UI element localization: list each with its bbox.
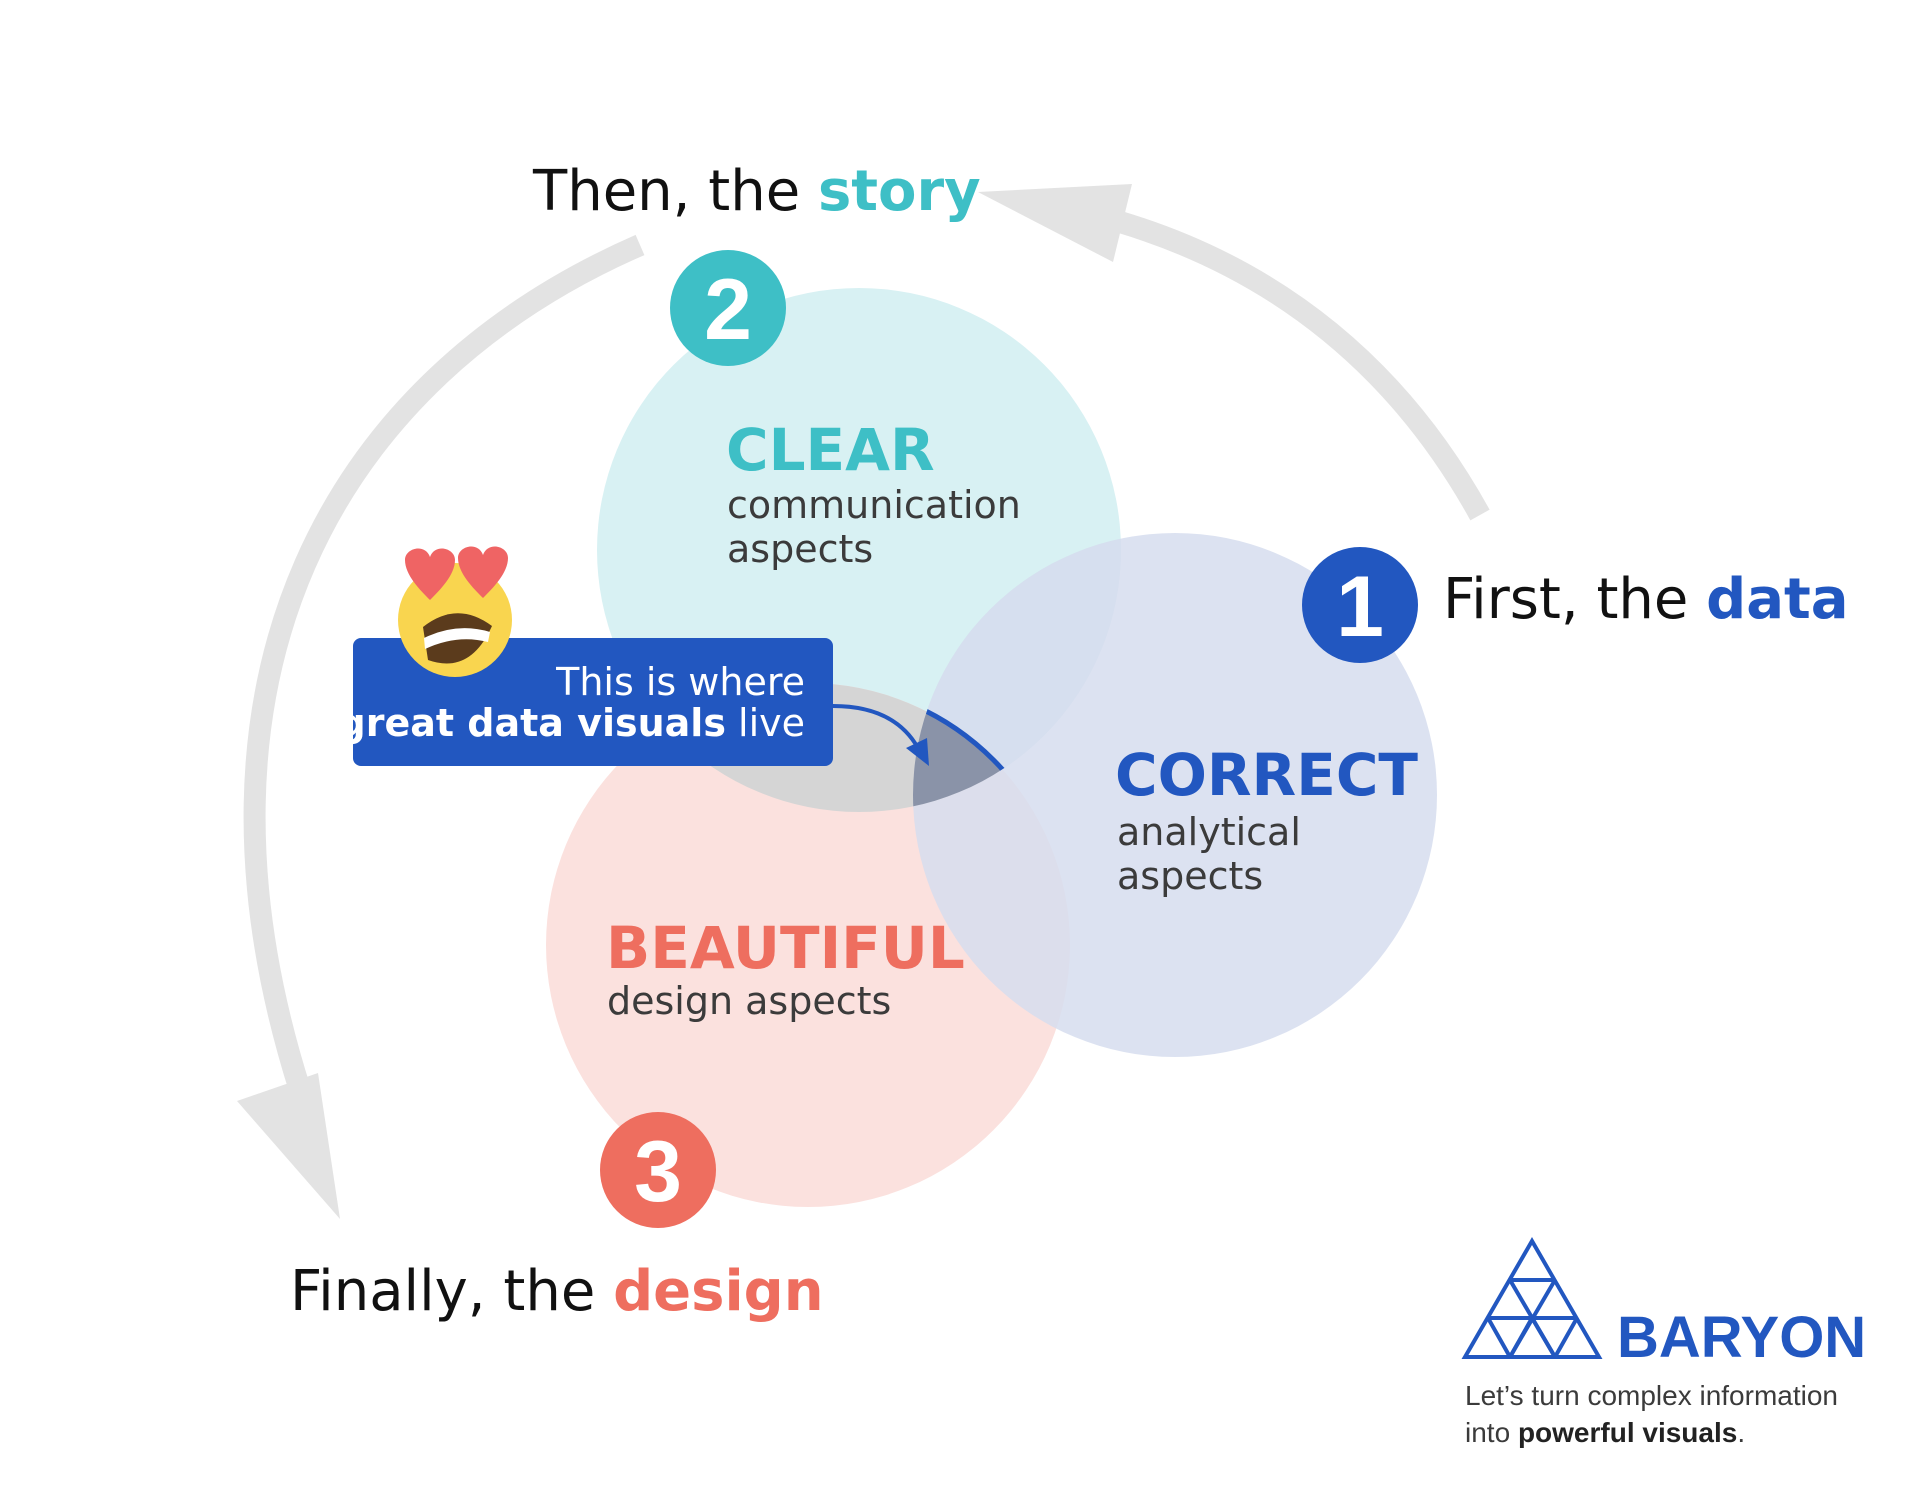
clear-line2: aspects xyxy=(727,527,873,571)
clear-title: CLEAR xyxy=(726,416,935,484)
badge-3: 3 xyxy=(600,1112,716,1228)
arrow-data-to-story xyxy=(1116,211,1490,521)
svg-text:1: 1 xyxy=(1336,559,1384,655)
cycle-arrows xyxy=(237,184,1490,1219)
brand-name: BARYON xyxy=(1617,1305,1866,1370)
callout-pointer-arrow-head xyxy=(906,738,929,766)
beautiful-line1: design aspects xyxy=(607,979,891,1023)
stage-label-story: Then, the story xyxy=(532,159,981,224)
baryon-logo-mark xyxy=(1461,1237,1603,1359)
callout-line1: This is where xyxy=(555,660,805,704)
callout: This is where great data visuals live xyxy=(339,546,929,766)
arrow-data-to-story-head xyxy=(978,184,1132,262)
baryon-logo: BARYON Let’s turn complex information in… xyxy=(1461,1237,1866,1448)
badge-2: 2 xyxy=(670,250,786,366)
brand-tagline-line2: into powerful visuals. xyxy=(1465,1417,1745,1448)
correct-line2: aspects xyxy=(1117,854,1263,898)
arrow-story-to-design-head xyxy=(237,1073,340,1219)
stage-label-data: First, the data xyxy=(1443,567,1849,632)
arrow-story-to-design xyxy=(243,234,645,1094)
badge-1: 1 xyxy=(1302,547,1418,663)
brand-tagline-line1: Let’s turn complex information xyxy=(1465,1380,1838,1411)
overlap-clear-beautiful-tint xyxy=(913,533,1121,812)
callout-line2: great data visuals live xyxy=(339,701,805,745)
svg-text:3: 3 xyxy=(634,1124,682,1220)
svg-text:2: 2 xyxy=(704,262,752,358)
callout-pointer-arrow xyxy=(832,704,920,749)
heart-eyes-emoji xyxy=(398,546,512,677)
clear-line1: communication xyxy=(727,483,1021,527)
beautiful-title: BEAUTIFUL xyxy=(606,914,965,982)
correct-line1: analytical xyxy=(1117,810,1301,854)
stage-label-design: Finally, the design xyxy=(290,1259,824,1324)
correct-title: CORRECT xyxy=(1115,741,1418,809)
